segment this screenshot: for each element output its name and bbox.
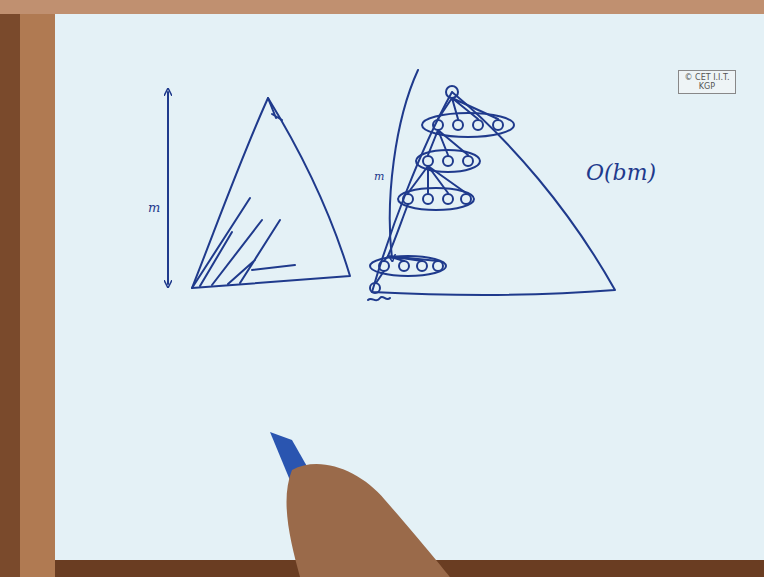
watermark-text: © CET I.I.T. KGP (682, 73, 732, 91)
hand (287, 464, 450, 577)
search-tree-outline (192, 98, 350, 288)
watermark-box: © CET I.I.T. KGP (678, 70, 736, 94)
whiteboard (55, 14, 764, 560)
search-tree-outline (372, 92, 615, 295)
tree-node (370, 283, 380, 293)
frontier-group (398, 188, 474, 210)
frame-top (0, 0, 764, 14)
depth-arrow (167, 92, 169, 284)
depth-label: m (374, 170, 384, 183)
depth-arrow (390, 70, 418, 258)
depth-label: m (148, 200, 160, 215)
tree-node (446, 86, 458, 98)
explored-hatching (192, 198, 295, 288)
frontier-group (370, 256, 446, 276)
scribble (368, 297, 390, 300)
complexity-label: O(bm) (586, 160, 656, 185)
tick-mark (268, 98, 282, 120)
frame-left (20, 0, 55, 577)
